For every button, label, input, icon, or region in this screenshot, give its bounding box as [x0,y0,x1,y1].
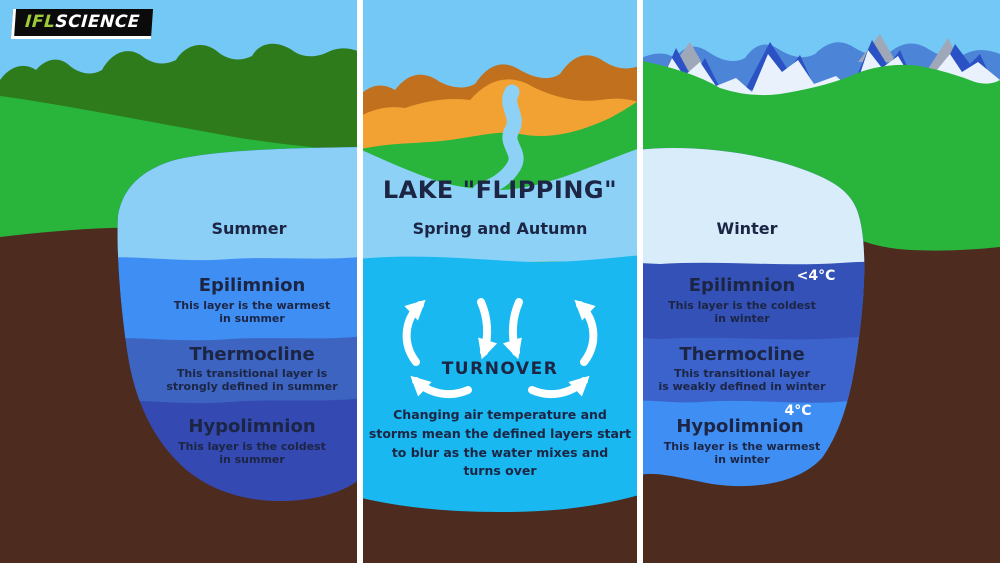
arrow-bottom-right [528,375,590,399]
page-title: LAKE "FLIPPING" [382,176,618,204]
summer-epilimnion-description: This layer is the warmest in summer [173,299,331,326]
turnover-water [357,255,643,512]
season-label-summer: Summer [211,219,287,238]
season-label-winter: Winter [716,219,778,238]
arrow-down-center-left [477,298,498,360]
turnover-arrows [402,298,598,399]
winter-thermocline-description: This transitional layer is weakly define… [658,367,826,394]
summer-thermocline-label: Thermocline [189,344,315,365]
winter-epilimnion-description: This layer is the coldest in winter [668,299,816,326]
arrow-up-right [574,299,598,366]
summer-epilimnion-label: Epilimnion [198,275,306,296]
iflscience-logo: IFLSCIENCE [10,9,153,39]
arrow-bottom-left [410,375,472,399]
summer-hypolimnion-description: This layer is the coldest in summer [178,440,326,467]
season-label-spring-autumn: Spring and Autumn [412,219,588,238]
winter-epilimnion-temperature: <4°C [796,268,836,284]
turnover-label: TURNOVER [441,359,559,379]
river [472,84,524,199]
summer-lake-surface [117,147,363,261]
summer-thermocline-description: This transitional layer is strongly defi… [166,367,338,394]
winter-epilimnion-label: Epilimnion [688,275,796,296]
spring-lake-surface [357,147,643,264]
logo-prefix: IFL [24,12,57,32]
panel-divider-left [357,0,363,563]
winter-hypolimnion-description: This layer is the warmest in winter [663,440,821,467]
winter-thermocline-label: Thermocline [679,344,805,365]
arrow-up-left [402,299,426,366]
panel-divider-right [637,0,643,563]
turnover-description: Changing air temperature and storms mean… [368,407,632,479]
winter-ice-surface [637,148,865,265]
logo-suffix: SCIENCE [54,12,141,32]
summer-hypolimnion-label: Hypolimnion [188,416,316,437]
summer-panel-art [0,43,363,563]
arrow-down-center-right [502,298,523,360]
spring-autumn-panel-art [357,55,643,563]
winter-hypolimnion-label: Hypolimnion [676,416,804,437]
winter-panel-art [637,34,1000,563]
winter-hypolimnion-temperature: 4°C [784,403,812,419]
winter-lake [637,148,865,487]
summer-lake [117,147,363,502]
